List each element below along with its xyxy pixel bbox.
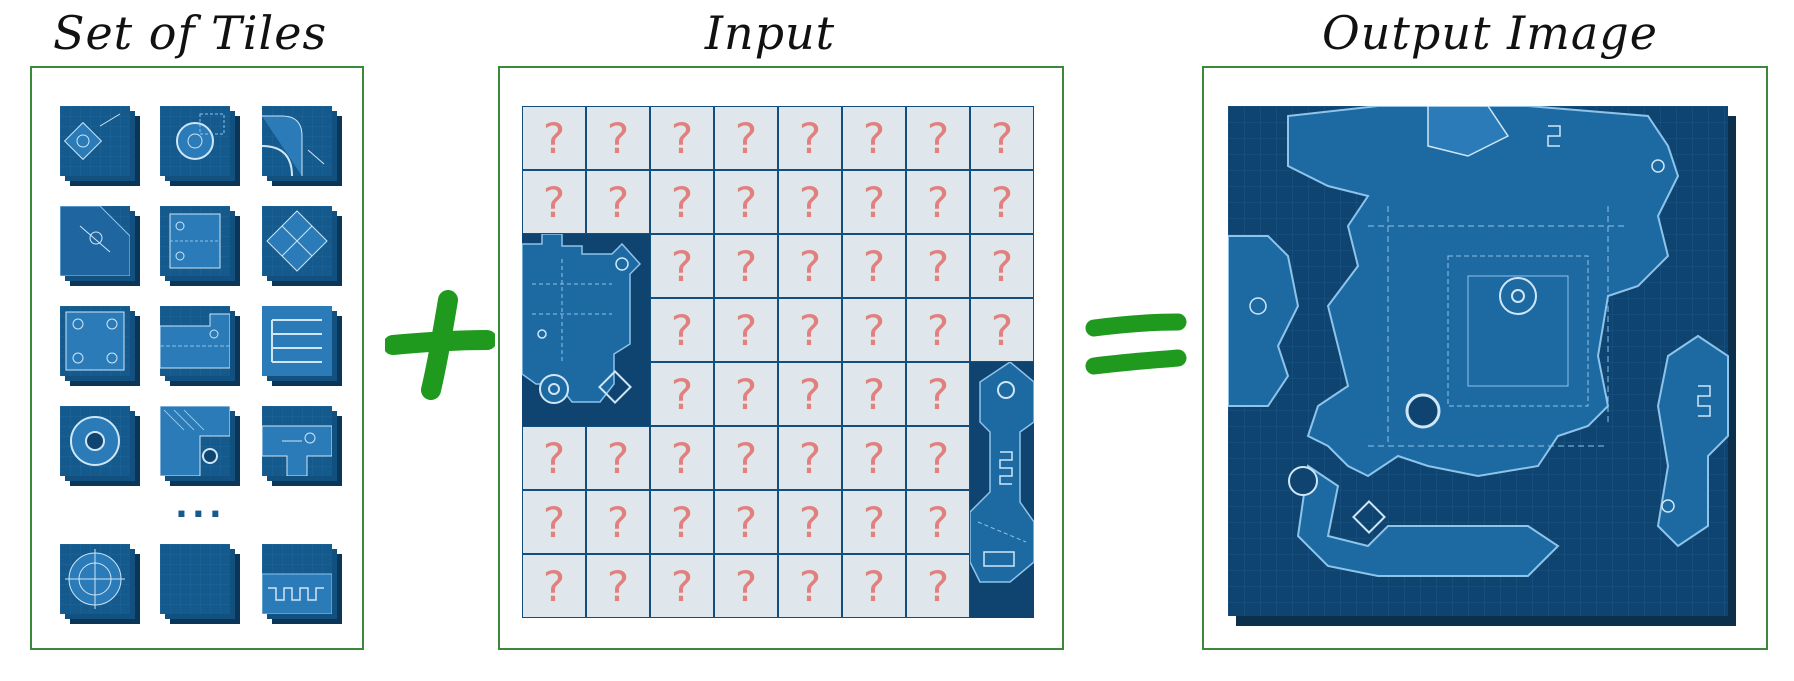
- unknown-cell: ?: [970, 298, 1034, 362]
- tile-comb-edge-icon: [262, 306, 342, 386]
- output-top-arm: [1427, 105, 1510, 157]
- unknown-cell: ?: [714, 554, 778, 618]
- unknown-cell: ?: [970, 106, 1034, 170]
- output-image: [1227, 105, 1738, 626]
- output-title: Output Image: [1322, 6, 1658, 60]
- known-region-left-gear-circle: [539, 374, 569, 404]
- unknown-cell: ?: [842, 490, 906, 554]
- input-known-region-right: [970, 362, 1034, 618]
- unknown-cell: ?: [842, 554, 906, 618]
- unknown-cell: ?: [522, 426, 586, 490]
- plus-operator: [383, 290, 497, 400]
- tiles-ellipsis: ...: [175, 486, 226, 526]
- unknown-cell: ?: [778, 234, 842, 298]
- unknown-cell: ?: [842, 298, 906, 362]
- unknown-cell: ?: [778, 106, 842, 170]
- unknown-cell: ?: [650, 490, 714, 554]
- unknown-cell: ?: [714, 298, 778, 362]
- input-known-region-left: [522, 234, 650, 426]
- tile-target-circle-icon: [60, 544, 140, 624]
- unknown-cell: ?: [650, 234, 714, 298]
- output-gear-center: [1499, 277, 1537, 315]
- tile-t-junction-icon: [262, 406, 342, 486]
- known-region-left-blueprint-shape: [522, 234, 642, 403]
- input-title: Input: [704, 6, 836, 60]
- tile-blank-icon: [160, 544, 240, 624]
- unknown-cell: ?: [842, 362, 906, 426]
- unknown-cell: ?: [522, 106, 586, 170]
- unknown-cell: ?: [778, 490, 842, 554]
- unknown-cell: ?: [906, 362, 970, 426]
- unknown-cell: ?: [586, 490, 650, 554]
- unknown-cell: ?: [778, 298, 842, 362]
- output-left-wing: [1227, 235, 1300, 407]
- tile-curve-corner-icon: [262, 106, 342, 186]
- output-gear-bottom: [1288, 466, 1318, 496]
- unknown-cell: ?: [906, 106, 970, 170]
- equals-operator: [1080, 300, 1190, 390]
- unknown-cell: ?: [714, 106, 778, 170]
- tile-dashed-panel-icon: [160, 306, 240, 386]
- unknown-cell: ?: [842, 106, 906, 170]
- known-region-right-blueprint-shape: [970, 362, 1034, 583]
- tile-bracket-plate-icon: [160, 206, 240, 286]
- unknown-cell: ?: [522, 170, 586, 234]
- unknown-cell: ?: [842, 170, 906, 234]
- equals-top-stroke: [1085, 313, 1187, 337]
- unknown-cell: ?: [650, 554, 714, 618]
- unknown-cell: ?: [778, 554, 842, 618]
- unknown-cell: ?: [906, 490, 970, 554]
- unknown-cell: ?: [650, 362, 714, 426]
- unknown-cell: ?: [586, 106, 650, 170]
- unknown-cell: ?: [650, 170, 714, 234]
- unknown-cell: ?: [906, 554, 970, 618]
- tile-arrow-corner-icon: [60, 106, 140, 186]
- output-blueprint-structure: [1287, 105, 1680, 478]
- unknown-cell: ?: [586, 170, 650, 234]
- unknown-cell: ?: [778, 362, 842, 426]
- unknown-cell: ?: [778, 426, 842, 490]
- unknown-cell: ?: [842, 234, 906, 298]
- unknown-cell: ?: [906, 426, 970, 490]
- unknown-cell: ?: [842, 426, 906, 490]
- unknown-cell: ?: [650, 298, 714, 362]
- unknown-cell: ?: [714, 490, 778, 554]
- known-region-left-diamond: [598, 370, 632, 404]
- unknown-cell: ?: [970, 234, 1034, 298]
- tile-zigzag-edge-icon: [262, 544, 342, 624]
- unknown-cell: ?: [714, 234, 778, 298]
- tile-hatched-corner-icon: [160, 406, 240, 486]
- tile-diagonal-joint-icon: [60, 206, 140, 286]
- output-bottom-arm: [1296, 464, 1560, 577]
- tile-cross-diagonal-icon: [262, 206, 342, 286]
- output-gear-left: [1405, 393, 1441, 429]
- unknown-cell: ?: [650, 426, 714, 490]
- equals-bottom-stroke: [1085, 349, 1187, 375]
- tile-square-plate-icon: [60, 306, 140, 386]
- unknown-cell: ?: [522, 554, 586, 618]
- plus-horizontal-stroke: [383, 330, 497, 355]
- output-diamond: [1352, 500, 1386, 534]
- unknown-cell: ?: [586, 554, 650, 618]
- tile-round-gear-icon: [160, 106, 240, 186]
- unknown-cell: ?: [522, 490, 586, 554]
- unknown-cell: ?: [778, 170, 842, 234]
- unknown-cell: ?: [650, 106, 714, 170]
- unknown-cell: ?: [714, 170, 778, 234]
- unknown-cell: ?: [906, 170, 970, 234]
- unknown-cell: ?: [714, 362, 778, 426]
- unknown-cell: ?: [906, 234, 970, 298]
- unknown-cell: ?: [586, 426, 650, 490]
- tiles-title: Set of Tiles: [52, 6, 328, 60]
- tile-big-circle-icon: [60, 406, 140, 486]
- unknown-cell: ?: [970, 170, 1034, 234]
- unknown-cell: ?: [906, 298, 970, 362]
- unknown-cell: ?: [714, 426, 778, 490]
